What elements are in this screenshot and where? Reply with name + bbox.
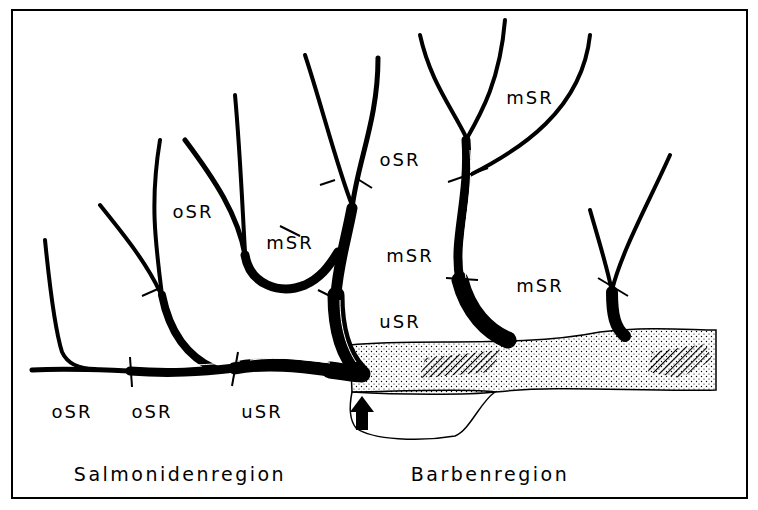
zone-label: oSR <box>380 151 421 169</box>
salmonid-streams <box>32 20 670 374</box>
frame <box>12 10 747 498</box>
zone-label: oSR <box>173 203 214 221</box>
boundary-arrow <box>350 396 374 430</box>
zone-label: mSR <box>386 247 433 265</box>
zone-label: mSR <box>506 89 553 107</box>
region-name: Barbenregion <box>411 465 569 484</box>
zone-label: uSR <box>241 403 282 421</box>
river-arm <box>350 390 495 439</box>
barbel-river <box>350 329 716 395</box>
stream-highlight <box>140 150 471 365</box>
zone-label: oSR <box>52 403 93 421</box>
zone-label: mSR <box>516 277 563 295</box>
region-name: Salmonidenregion <box>74 465 286 484</box>
hatched-area <box>648 344 712 378</box>
hatched-area <box>420 350 500 378</box>
zone-label: oSR <box>132 403 173 421</box>
zone-label: mSR <box>266 234 313 252</box>
zone-label: uSR <box>379 313 420 331</box>
zone-ticks <box>130 168 628 387</box>
